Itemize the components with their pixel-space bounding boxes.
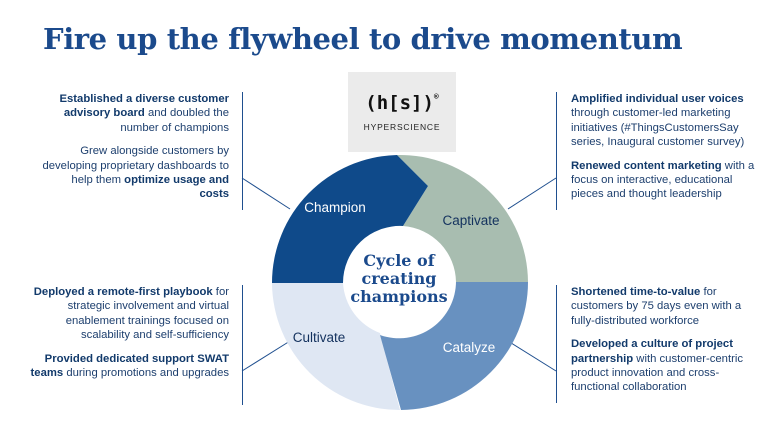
top-right-divider [556, 92, 557, 210]
connector-bottom-right [507, 340, 557, 372]
logo-mark: (h[s])® [365, 92, 439, 114]
logo-name: HYPERSCIENCE [363, 122, 441, 132]
connector-top-right [507, 177, 557, 210]
top-left-text: Established a diverse customer advisory … [40, 92, 229, 211]
segment-label-cultivate: Cultivate [293, 330, 346, 345]
bottom-right-text: Shortened time-to-value for customers by… [571, 285, 756, 404]
top-right-text: Amplified individual user voices through… [571, 92, 761, 211]
bottom-right-point-1: Shortened time-to-value for customers by… [571, 286, 742, 327]
bottom-left-divider [242, 285, 243, 405]
bottom-left-text: Deployed a remote-first playbook for str… [30, 285, 229, 389]
bottom-left-point-2: Provided dedicated support SWAT teams du… [30, 352, 229, 380]
segment-label-captivate: Captivate [442, 213, 499, 228]
bottom-right-divider [556, 285, 557, 403]
center-label-line-3: champions [350, 287, 447, 306]
connector-bottom-left [241, 340, 291, 372]
top-left-point-1: Established a diverse customer advisory … [59, 93, 229, 134]
segment-catalyze [380, 280, 528, 410]
bottom-left-point-1: Deployed a remote-first playbook for str… [33, 286, 229, 342]
segment-captivate [397, 154, 528, 282]
segment-label-catalyze: Catalyze [443, 340, 496, 355]
top-left-point-2: Grew alongside customers by developing p… [42, 145, 229, 201]
segment-champion [272, 155, 428, 283]
segment-label-champion: Champion [304, 200, 366, 215]
hyperscience-logo: (h[s])® HYPERSCIENCE [348, 72, 456, 152]
connector-top-left [241, 177, 291, 210]
bottom-right-point-2: Developed a culture of project partnersh… [571, 338, 744, 394]
top-right-point-2: Renewed content marketing with a focus o… [571, 159, 755, 201]
center-label-line-2: creating [361, 269, 436, 288]
segment-cultivate [272, 283, 400, 410]
top-left-divider [242, 92, 243, 210]
center-label-line-1: Cycle of [363, 251, 435, 270]
top-right-point-1: Amplified individual user voices through… [571, 93, 745, 149]
page-title: Fire up the flywheel to drive momentum [43, 22, 683, 56]
